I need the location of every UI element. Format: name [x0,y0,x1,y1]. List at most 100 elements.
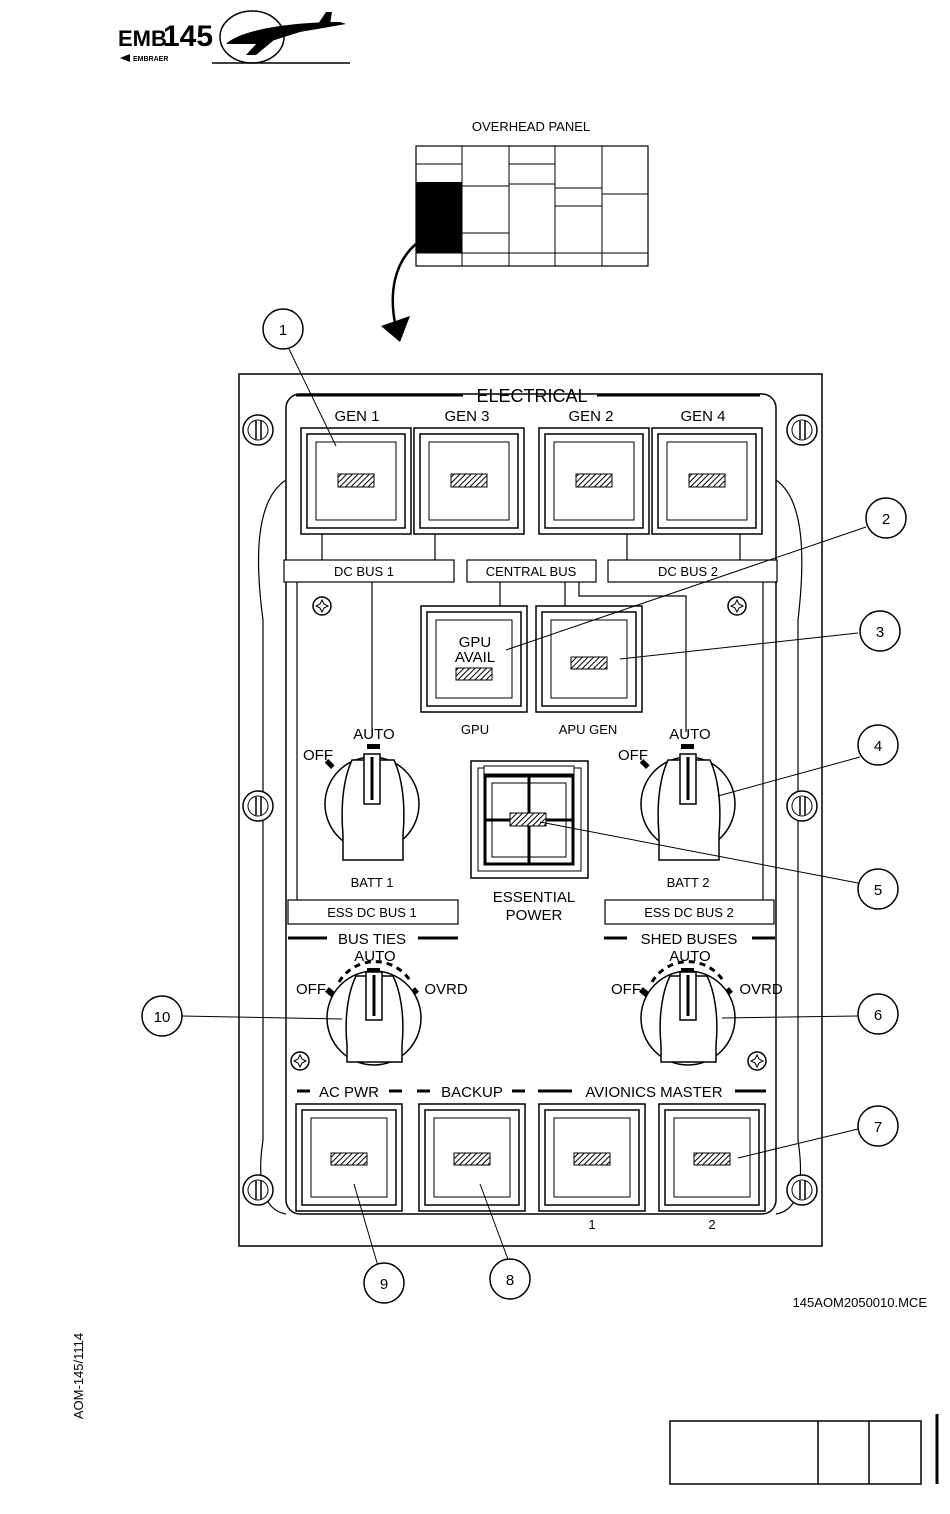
bus-ties-title: BUS TIES [338,931,406,948]
gpu-label: GPU [461,722,489,737]
callout-9: 9 [363,1262,405,1304]
callout-number: 2 [882,511,890,528]
batt1-label: BATT 1 [351,875,394,890]
apu-gen-label: APU GEN [559,722,618,737]
dc-bus-1: DC BUS 1 [283,559,455,583]
overhead-panel-locator: OVERHEAD PANEL [381,119,649,342]
callout-3: 3 [859,610,901,652]
backup-button[interactable] [418,1103,526,1212]
document-id: AOM-145/1114 [71,1333,86,1419]
essential-power-label-line2: POWER [506,907,563,924]
gen2-button[interactable] [538,427,650,535]
bus-ties-selector-knob[interactable]: AUTO OFF OVRD [296,948,468,1066]
bus-ties-off-label: OFF [296,981,326,998]
gpu-legend-line2: AVAIL [455,649,495,666]
avionics-master-1-button[interactable] [538,1103,646,1212]
figure-id: 145AOM2050010.MCE [793,1295,928,1310]
batt2-label: BATT 2 [667,875,710,890]
logo-model-number: 145 [163,20,213,53]
callout-number: 6 [874,1007,882,1024]
gpu-legend-line1: GPU [459,634,492,651]
gen4-label: GEN 4 [680,408,725,425]
essential-power-label-line1: ESSENTIAL [493,889,576,906]
callout-number: 3 [876,624,884,641]
bus-ties-ovrd-label: OVRD [424,981,468,998]
central-bus: CENTRAL BUS [466,559,597,583]
batt2-auto-label: AUTO [669,726,710,743]
shed-buses-title: SHED BUSES [641,931,738,948]
callout-2: 2 [865,497,907,539]
callout-6: 6 [857,993,899,1035]
phillips-screw-icon [290,1051,310,1071]
callout-8: 8 [489,1258,531,1300]
panel-screw-icon [242,790,274,822]
avionics-master-2-button[interactable] [658,1103,766,1212]
shed-buses-selector-knob[interactable]: AUTO OFF OVRD [611,948,783,1066]
phillips-screw-icon [727,596,747,616]
logo-brand: EMBRAER [133,56,168,63]
gen3-label: GEN 3 [444,408,489,425]
essential-power-button[interactable] [470,760,589,879]
batt2-selector-knob[interactable]: AUTO OFF [618,726,736,861]
callout-10: 10 [141,995,183,1037]
ac-pwr-button[interactable] [295,1103,403,1212]
callout-number: 8 [506,1272,514,1289]
avionics-master-2-label: 2 [708,1217,715,1232]
phillips-screw-icon [312,596,332,616]
central-bus-label: CENTRAL BUS [486,564,577,579]
revision-box [669,1414,939,1485]
aircraft-icon [226,12,346,55]
shed-buses-off-label: OFF [611,981,641,998]
dc-bus-1-label: DC BUS 1 [334,564,394,579]
logo-model: EMB [118,26,167,51]
avionics-master-1-label: 1 [588,1217,595,1232]
bus-ties-auto-label: AUTO [354,948,395,965]
embraer-arrow-icon [120,54,130,62]
gen1-button[interactable] [300,427,412,535]
callout-number: 5 [874,882,882,899]
callout-number: 1 [279,322,287,339]
panel-screw-icon [786,790,818,822]
locator-arrow-line [391,243,417,329]
ess-dc-bus-1-label: ESS DC BUS 1 [327,905,417,920]
gpu-button[interactable]: GPU AVAIL [420,605,528,713]
panel-screw-icon [786,1174,818,1206]
callout-5: 5 [857,868,899,910]
gen2-label: GEN 2 [568,408,613,425]
dc-bus-2: DC BUS 2 [607,559,778,583]
ac-pwr-title: AC PWR [319,1084,379,1101]
panel-screw-icon [242,414,274,446]
panel-title: ELECTRICAL [476,386,587,406]
electrical-panel: ELECTRICAL GEN 1 GEN 3 GEN 2 GEN 4 DC BU… [238,373,823,1247]
bus-wiring [296,534,764,900]
panel-inner-frame [285,393,777,1215]
gen3-button[interactable] [413,427,525,535]
ess-dc-bus-2-label: ESS DC BUS 2 [644,905,734,920]
ess-dc-bus-2: ESS DC BUS 2 [604,899,775,925]
callout-leaders [181,346,867,1267]
shed-buses-ovrd-label: OVRD [739,981,783,998]
callout-number: 9 [380,1276,388,1293]
callout-7: 7 [857,1105,899,1147]
locator-arrow-head-icon [381,316,410,342]
batt1-selector-knob[interactable]: AUTO OFF [303,726,420,861]
phillips-screw-icon [747,1051,767,1071]
callout-1: 1 [262,308,304,350]
callout-4: 4 [857,724,899,766]
gen4-button[interactable] [651,427,763,535]
batt1-off-label: OFF [303,747,333,764]
panel-screw-icon [786,414,818,446]
gen1-label: GEN 1 [334,408,379,425]
avionics-master-title: AVIONICS MASTER [585,1084,722,1101]
backup-title: BACKUP [441,1084,503,1101]
dc-bus-2-label: DC BUS 2 [658,564,718,579]
electrical-panel-highlight [416,182,462,253]
batt1-auto-label: AUTO [353,726,394,743]
emb145-logo: EMB 145 EMBRAER [118,10,350,64]
panel-screw-icon [242,1174,274,1206]
ess-dc-bus-1: ESS DC BUS 1 [287,899,459,925]
callout-number: 10 [154,1009,171,1026]
overhead-panel-title: OVERHEAD PANEL [472,119,590,134]
batt2-off-label: OFF [618,747,648,764]
